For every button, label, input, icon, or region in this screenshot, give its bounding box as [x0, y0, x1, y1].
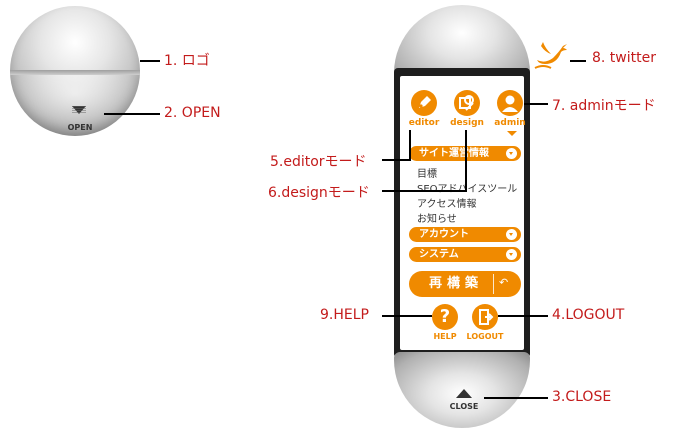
capsule-screen [400, 76, 524, 350]
twitter-bird-icon[interactable] [533, 38, 569, 72]
section-account[interactable]: アカウント [409, 227, 521, 242]
editor-mode-icon[interactable] [411, 90, 437, 116]
user-icon [502, 95, 518, 112]
design-tools-icon [459, 95, 474, 111]
callout-line-logout [498, 315, 548, 317]
callout-design-mode: 6.designモード [268, 185, 370, 201]
section-account-label: アカウント [419, 229, 469, 240]
logout-icon[interactable] [472, 304, 498, 330]
admin-mode-icon[interactable] [497, 90, 523, 116]
help-label[interactable]: HELP [433, 332, 457, 341]
admin-mode-label[interactable]: admin [494, 118, 526, 128]
ball-seam [10, 70, 140, 75]
menu-item-access-info[interactable]: アクセス情報 [417, 199, 477, 210]
callout-line-twitter [570, 60, 586, 62]
callout-editor-mode: 5.editorモード [270, 154, 367, 170]
admin-selected-indicator-icon [507, 131, 517, 136]
open-label[interactable]: OPEN [67, 123, 93, 132]
logout-label[interactable]: LOGOUT [466, 332, 504, 341]
chevron-down-icon [506, 229, 517, 240]
menu-item-goals[interactable]: 目標 [417, 169, 437, 180]
door-exit-icon [479, 309, 494, 325]
callout-line-logo [140, 60, 160, 62]
callout-help: 9.HELP [320, 307, 369, 323]
design-mode-icon[interactable] [454, 90, 480, 116]
callout-line-open [104, 113, 160, 115]
callout-line-help [382, 315, 432, 317]
callout-line-close [484, 397, 548, 399]
callout-line-admin [524, 103, 548, 105]
help-icon[interactable]: ? [432, 304, 458, 330]
open-arrow-stripes [72, 106, 86, 114]
section-system[interactable]: システム [409, 247, 521, 262]
closed-ball-logo[interactable] [10, 6, 140, 136]
callout-admin-mode: 7. adminモード [552, 98, 656, 114]
ball-lower-half [10, 75, 140, 136]
callout-line-editor [382, 159, 411, 161]
callout-logout: 4.LOGOUT [552, 307, 625, 323]
section-site-info-label: サイト運営情報 [419, 148, 489, 159]
menu-item-seo-tool[interactable]: SEOアドバイスツール [417, 184, 518, 195]
callout-line-editor-vertical [409, 130, 411, 160]
chevron-down-icon [506, 249, 517, 260]
callout-twitter: 8. twitter [592, 50, 656, 66]
menu-item-news[interactable]: お知らせ [417, 214, 457, 225]
design-mode-label[interactable]: design [450, 118, 484, 128]
undo-icon[interactable]: ↶ [499, 276, 509, 289]
rebuild-button[interactable]: 再構築 [409, 271, 521, 297]
rebuild-divider [493, 274, 494, 294]
callout-line-design [382, 190, 466, 192]
close-arrow-icon[interactable] [456, 389, 472, 398]
callout-open: 2. OPEN [164, 105, 221, 121]
editor-mode-label[interactable]: editor [408, 118, 440, 128]
callout-close: 3.CLOSE [552, 389, 612, 405]
section-system-label: システム [419, 249, 459, 260]
chevron-down-icon [506, 148, 517, 159]
callout-line-design-vertical [465, 130, 467, 192]
close-label[interactable]: CLOSE [449, 402, 479, 411]
pen-icon [419, 96, 431, 108]
callout-logo: 1. ロゴ [164, 53, 210, 69]
